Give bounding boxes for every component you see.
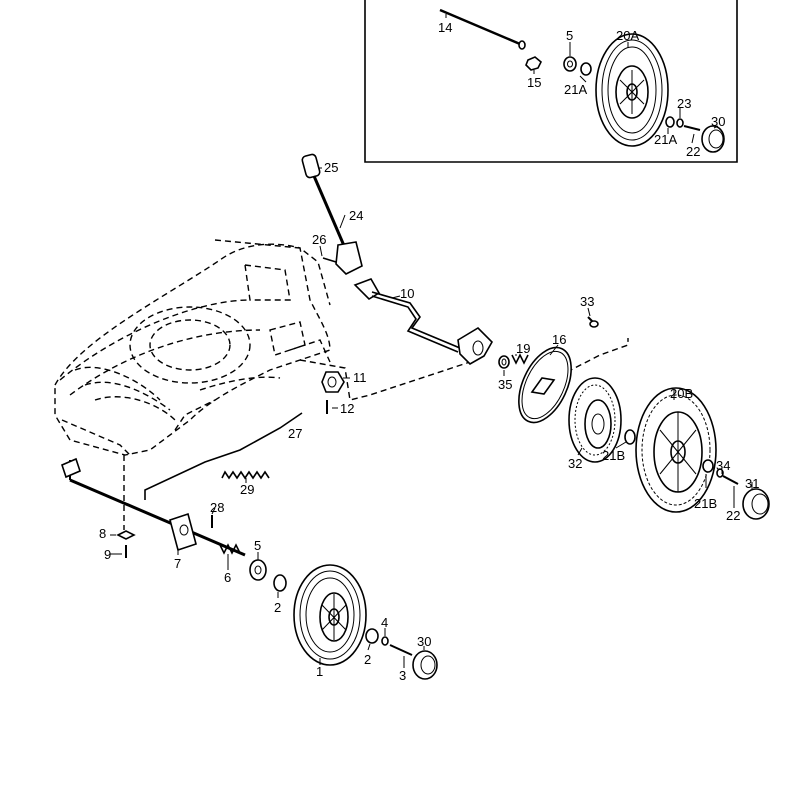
callout-3: 3 (399, 668, 406, 683)
callout-15: 15 (527, 75, 541, 90)
hubcap-31 (742, 488, 770, 520)
hubcap-30 (412, 650, 438, 680)
callout-35: 35 (498, 377, 512, 392)
inset-frame (364, 0, 738, 163)
callout-6: 6 (224, 570, 231, 585)
callout-5: 5 (254, 538, 261, 553)
gear-wheel-32 (568, 377, 622, 463)
callout-24: 24 (349, 208, 363, 223)
bushing-2-right (365, 628, 379, 644)
bushing-21b-right (702, 459, 714, 473)
callout-29: 29 (240, 482, 254, 497)
front-wheel-1 (293, 564, 367, 666)
callout-33: 33 (580, 294, 594, 309)
callout-34: 34 (716, 458, 730, 473)
inset-nut-15 (525, 56, 542, 71)
callout-1: 1 (316, 664, 323, 679)
screw-3 (389, 644, 413, 656)
callout-23: 23 (677, 96, 691, 111)
callout-21b-right: 21B (694, 496, 717, 511)
callout-16: 16 (552, 332, 566, 347)
callout-9: 9 (104, 547, 111, 562)
callout-32: 32 (568, 456, 582, 471)
callout-2-right: 2 (364, 652, 371, 667)
height-rod-10 (353, 278, 493, 365)
inset-hubcap-30 (701, 125, 725, 153)
screw-33 (587, 316, 599, 328)
washer-4 (381, 636, 389, 646)
inset-detail (364, 0, 738, 163)
height-lever-24 (301, 153, 363, 275)
front-axle-7 (61, 457, 246, 557)
callout-21b-left: 21B (602, 448, 625, 463)
callout-19: 19 (516, 341, 530, 356)
inset-axle-end (518, 40, 526, 50)
callout-10: 10 (400, 286, 414, 301)
callout-20b: 20B (670, 386, 693, 401)
callout-11: 11 (353, 370, 367, 385)
rear-wheel-20b (635, 387, 717, 513)
callout-5-inset: 5 (566, 28, 573, 43)
cover-disc-16 (518, 346, 572, 424)
dashed-link-11 (299, 359, 471, 401)
bushing-2 (273, 574, 287, 592)
callout-25: 25 (324, 160, 338, 175)
callout-20a: 20A (616, 28, 639, 43)
clip-8 (116, 530, 136, 540)
spring-29 (221, 470, 270, 480)
inset-bushing-21a-right (665, 116, 675, 128)
inset-wheel-20a (595, 33, 669, 147)
spring-19 (511, 353, 529, 365)
bracket-11 (321, 371, 345, 393)
callout-27: 27 (288, 426, 302, 441)
callout-21a-left: 21A (564, 82, 587, 97)
leader-lines (110, 167, 753, 668)
callout-labels: 14 5 20A 15 21A 23 30 21A 22 25 24 26 10… (99, 20, 759, 683)
callout-30-inset: 30 (711, 114, 725, 129)
inset-screw-22 (683, 125, 701, 131)
callout-2-left: 2 (274, 600, 281, 615)
callout-30: 30 (417, 634, 431, 649)
callout-26: 26 (312, 232, 326, 247)
callout-4: 4 (381, 615, 388, 630)
washer-5 (249, 559, 267, 581)
inset-bushing-21a (580, 62, 592, 76)
callout-28: 28 (210, 500, 224, 515)
callout-31: 31 (745, 476, 759, 491)
callout-21a-right: 21A (654, 132, 677, 147)
inset-washer-5 (563, 56, 577, 72)
inset-axle (439, 8, 521, 46)
spring-6 (219, 543, 241, 555)
callout-22: 22 (726, 508, 740, 523)
cable-27 (144, 412, 303, 500)
callout-12: 12 (340, 401, 354, 416)
screw-22b (722, 475, 739, 485)
bushing-21b (624, 429, 636, 445)
callout-8: 8 (99, 526, 106, 541)
callout-14: 14 (438, 20, 452, 35)
mower-deck (54, 239, 331, 456)
callout-7: 7 (174, 556, 181, 571)
washer-35 (498, 355, 510, 369)
inset-washer-23 (676, 118, 684, 128)
dashed-link-33 (566, 338, 629, 373)
callout-22-inset: 22 (686, 144, 700, 159)
